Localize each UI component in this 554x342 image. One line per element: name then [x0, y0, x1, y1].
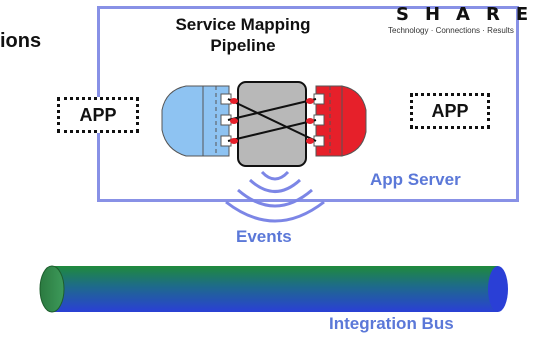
right-adapter [313, 85, 367, 157]
left-adapter [161, 85, 232, 157]
pipeline-title-line2: Pipeline [210, 36, 276, 55]
pipeline-title: Service Mapping Pipeline [166, 14, 320, 56]
pipeline-title-line1: Service Mapping [175, 15, 311, 34]
partial-slide-title: ions [0, 30, 42, 52]
integration-bus-label: Integration Bus [329, 314, 454, 333]
app-box-left: APP [57, 97, 139, 133]
app-server-label: App Server [370, 170, 461, 189]
share-logo: SHARE Technology · Connections · Results [372, 4, 548, 36]
events-label: Events [236, 227, 292, 246]
events-wave-icon [225, 170, 325, 223]
mapping-box [227, 81, 317, 167]
share-logo-word: SHARE [396, 4, 545, 25]
integration-bus-pipe [39, 265, 508, 313]
share-logo-tagline: Technology · Connections · Results [388, 26, 514, 35]
app-box-right: APP [410, 93, 490, 129]
connector-dots [230, 98, 314, 144]
